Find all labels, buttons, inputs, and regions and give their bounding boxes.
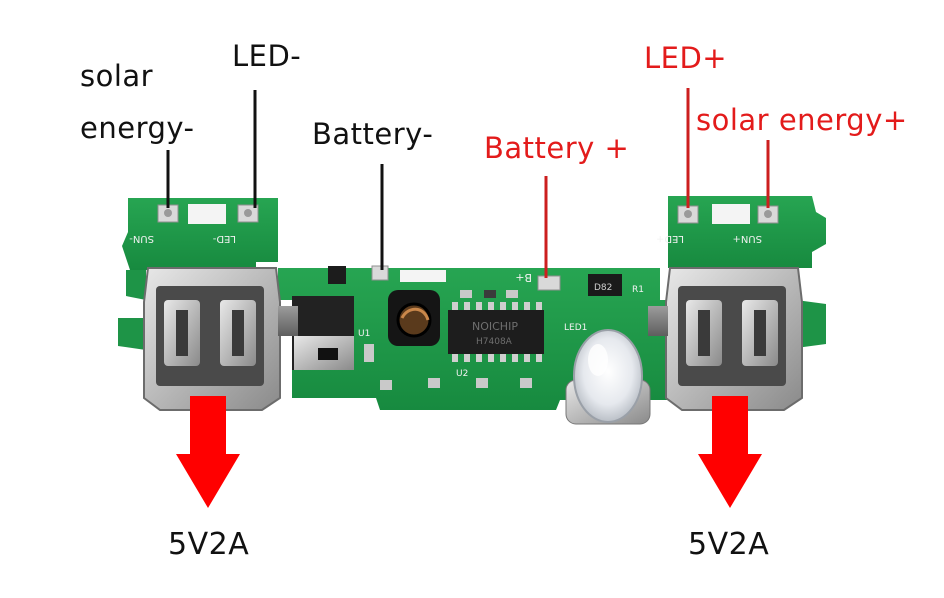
usb-port-left bbox=[143, 267, 298, 411]
pcb-text-led-plus: LED+ bbox=[656, 233, 684, 244]
silkscreen-block bbox=[712, 204, 750, 224]
pcb-text-r1: R1 bbox=[632, 285, 644, 295]
pad-battery-minus bbox=[371, 265, 389, 281]
label-battery-minus: Battery- bbox=[312, 117, 434, 151]
label-solar-plus: solar energy+ bbox=[696, 103, 908, 137]
label-led-plus: LED+ bbox=[644, 41, 728, 75]
pcb-components: B+ D82 NOICHIP H7 bbox=[292, 265, 651, 425]
usb-port-right bbox=[648, 267, 803, 411]
pcb-text-diode: D82 bbox=[594, 283, 612, 293]
diode bbox=[588, 274, 622, 296]
pcb-text-led-minus: LED- bbox=[212, 233, 236, 244]
label-led-minus: LED- bbox=[232, 39, 302, 73]
arrow-right bbox=[698, 396, 762, 508]
pcb-text-u1: U1 bbox=[358, 329, 370, 339]
pcb-left-wing bbox=[118, 318, 146, 350]
pcb-right-pads: LED+ SUN+ bbox=[656, 204, 779, 244]
pcb-text-b-plus: B+ bbox=[515, 271, 532, 284]
pcb-text-chip: NOICHIP bbox=[472, 320, 518, 333]
label-output-right: 5V2A bbox=[688, 527, 770, 562]
arrow-left bbox=[176, 396, 240, 508]
slide-switch-knob bbox=[318, 348, 338, 360]
annotation-lines bbox=[166, 88, 770, 278]
label-solar-minus-line1: solar bbox=[80, 59, 154, 93]
pcb-text-sun-minus: SUN- bbox=[129, 233, 154, 244]
pcb-text-sun-plus: SUN+ bbox=[732, 233, 762, 244]
output-arrows bbox=[176, 396, 762, 508]
transistor bbox=[328, 266, 346, 284]
pcb-text-u2: U2 bbox=[456, 369, 468, 379]
pcb-text-led1: LED1 bbox=[564, 323, 587, 333]
flashlight-led bbox=[573, 329, 643, 423]
pad-battery-plus bbox=[537, 275, 561, 291]
pcb-right-tab bbox=[668, 196, 826, 268]
label-solar-minus-line2: energy- bbox=[80, 111, 195, 145]
label-battery-plus: Battery + bbox=[484, 131, 630, 165]
main-ic bbox=[448, 310, 544, 354]
silkscreen-block bbox=[188, 204, 226, 224]
pcb-text-chip-code: H7408A bbox=[476, 337, 513, 347]
label-output-left: 5V2A bbox=[168, 527, 250, 562]
pcb-left-wing-top bbox=[126, 270, 146, 300]
pcb-right-wing bbox=[796, 300, 826, 348]
